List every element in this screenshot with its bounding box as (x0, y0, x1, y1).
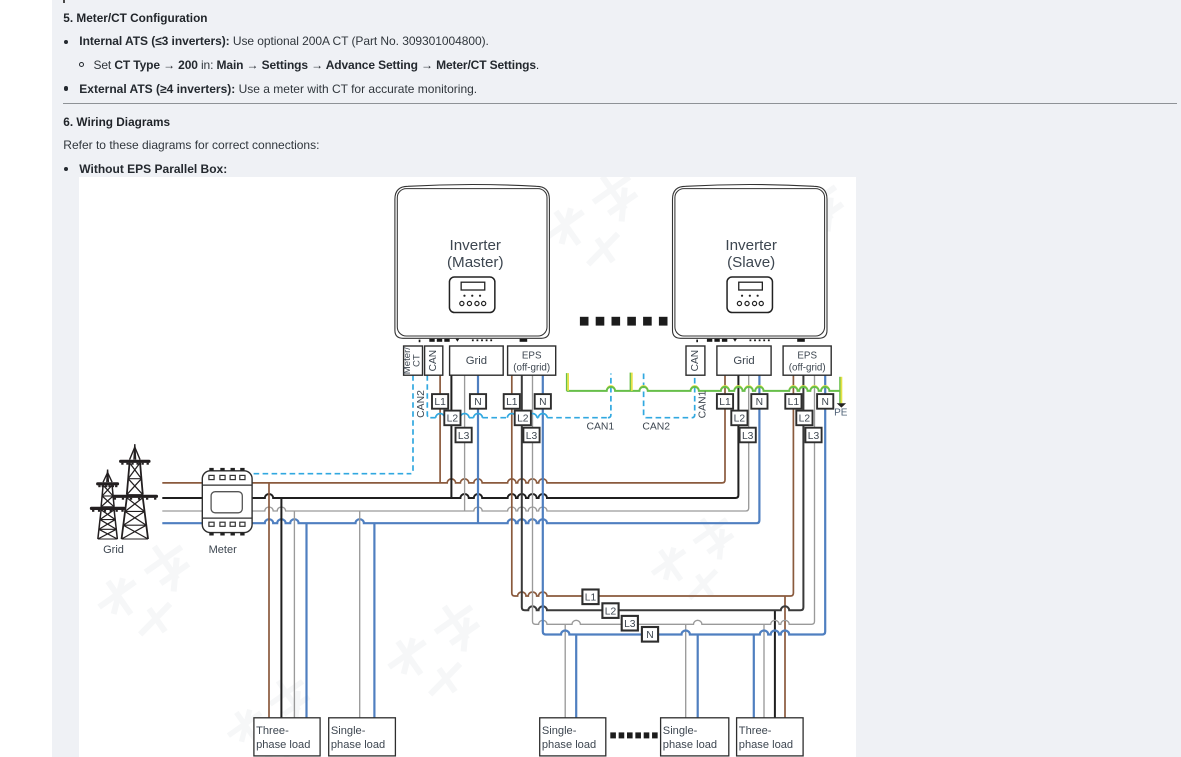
svg-text:CAN: CAN (690, 350, 701, 372)
svg-text:phase load: phase load (256, 739, 310, 751)
svg-text:(Master): (Master) (447, 254, 504, 271)
svg-text:Meter: Meter (209, 544, 237, 556)
svg-text:L3: L3 (458, 431, 470, 442)
svg-text:Grid: Grid (466, 355, 487, 367)
svg-text:EPS: EPS (797, 350, 817, 361)
svg-text:L3: L3 (808, 431, 820, 442)
svg-text:L2: L2 (605, 606, 617, 617)
svg-text:N: N (821, 397, 828, 408)
svg-text:L1: L1 (788, 397, 800, 408)
svg-text:phase load: phase load (663, 739, 717, 751)
svg-text:CAN1: CAN1 (697, 390, 708, 418)
svg-text:L3: L3 (526, 431, 538, 442)
svg-text:L2: L2 (734, 414, 746, 425)
svg-text:L3: L3 (742, 431, 754, 442)
svg-text:(off-grid): (off-grid) (513, 362, 550, 373)
svg-text:phase load: phase load (331, 739, 385, 751)
svg-text:Grid: Grid (103, 544, 124, 556)
svg-text:CAN: CAN (428, 350, 439, 372)
svg-text:Grid: Grid (733, 355, 754, 367)
svg-text:phase load: phase load (739, 739, 793, 751)
svg-text:Inverter: Inverter (725, 237, 777, 254)
svg-text:L1: L1 (434, 397, 446, 408)
svg-text:EPS: EPS (522, 350, 542, 361)
svg-text:L2: L2 (799, 414, 811, 425)
svg-text:Inverter: Inverter (450, 237, 502, 254)
svg-text:Single-: Single- (331, 725, 366, 737)
svg-text:L2: L2 (517, 414, 529, 425)
svg-text:CT: CT (411, 354, 422, 367)
svg-text:PE: PE (834, 408, 848, 419)
svg-text:N: N (539, 397, 546, 408)
svg-text:L1: L1 (506, 397, 518, 408)
svg-text:(off-grid): (off-grid) (789, 362, 826, 373)
svg-text:CAN1: CAN1 (586, 421, 614, 432)
svg-text:L3: L3 (624, 619, 636, 630)
svg-text:Three-: Three- (739, 725, 772, 737)
svg-text:Three-: Three- (256, 725, 289, 737)
svg-text:N: N (646, 630, 653, 641)
svg-text:Single-: Single- (542, 725, 577, 737)
svg-text:Meter/: Meter/ (402, 347, 413, 375)
svg-text:N: N (474, 397, 481, 408)
svg-text:Single-: Single- (663, 725, 698, 737)
svg-text:CAN2: CAN2 (416, 390, 427, 418)
svg-text:(Slave): (Slave) (727, 254, 775, 271)
svg-text:CAN2: CAN2 (642, 421, 670, 432)
svg-text:L1: L1 (719, 397, 731, 408)
svg-text:L1: L1 (585, 593, 597, 604)
svg-text:L2: L2 (447, 414, 459, 425)
svg-text:N: N (756, 397, 763, 408)
svg-text:phase load: phase load (542, 739, 596, 751)
